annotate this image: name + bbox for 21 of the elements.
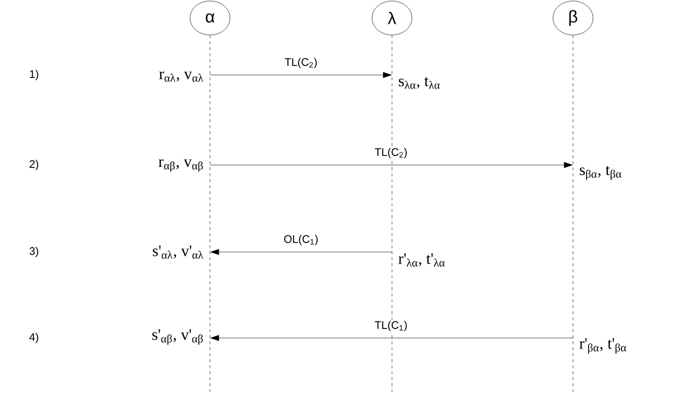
message-text: s$_{λα}$, t$_{λα}$ [398,77,440,89]
edge-label: TL(C$_{2}$) [284,56,318,70]
message-text: s'$_{αλ}$, v'$_{αλ}$ [152,246,204,259]
message-arrow [210,162,573,168]
lifeline [572,35,574,392]
message-arrow [210,72,392,78]
step-number: 3) [30,246,38,258]
message-text: r'$_{λα}$, t'$_{λα}$ [398,253,445,267]
step-number: 4) [29,332,38,344]
edge-label: TL(C$_{2}$) [374,146,408,160]
message-text: r$_{αβ}$, v$_{αβ}$ [158,159,203,172]
message-arrow [210,249,392,255]
edge-label: OL(C$_{1}$) [282,234,320,246]
step-number: 2) [30,160,38,170]
edge-label: TL(C$_{1}$) [374,320,408,332]
message-text: s'$_{αβ}$, v'$_{αβ}$ [152,329,203,345]
message-text: r$_{αλ}$, v$_{αλ}$ [159,72,204,82]
step-number: 1) [30,70,38,80]
message-text: s$_{βα}$, t$_{βα}$ [580,166,622,180]
message-text: r'$_{βα}$, t'$_{βα}$ [580,338,626,354]
message-arrow [210,335,574,341]
